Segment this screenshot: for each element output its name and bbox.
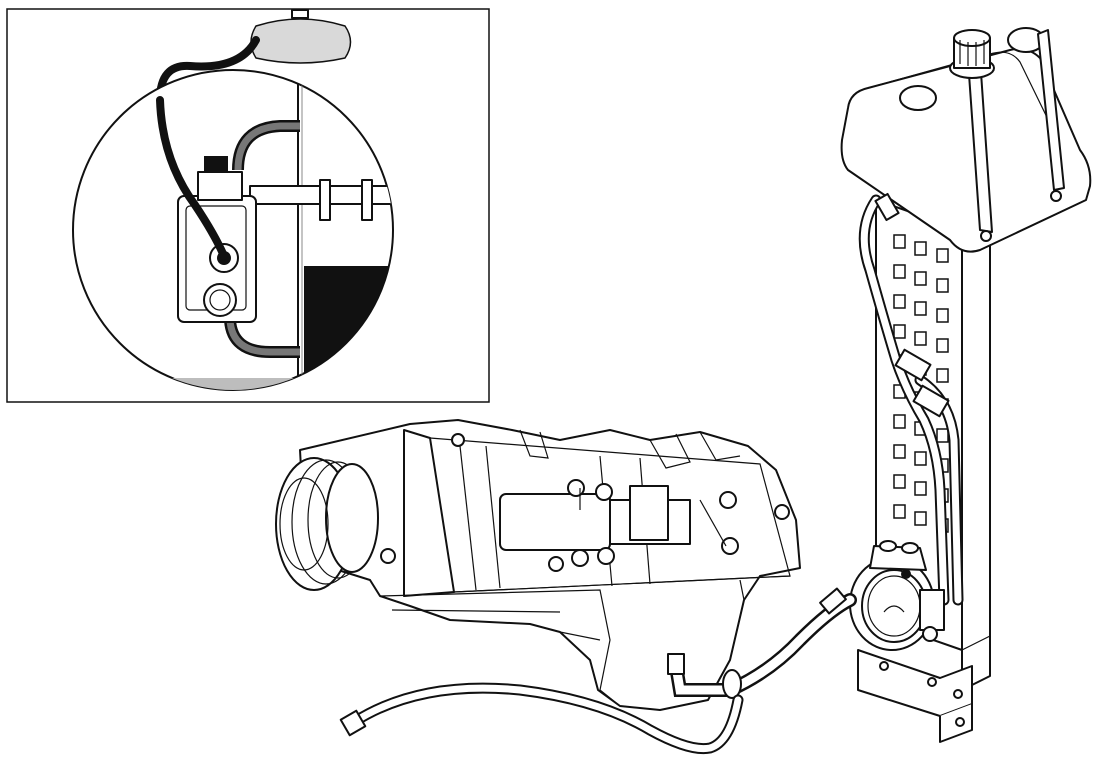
engine-gearbox xyxy=(275,419,801,711)
hose-clamp xyxy=(722,669,742,699)
feed-hose xyxy=(723,587,857,697)
return-hose xyxy=(667,653,742,699)
hose-clip xyxy=(874,192,900,222)
oil-tank-assembly xyxy=(840,27,1092,743)
gearbox-bolts xyxy=(380,433,790,572)
drive-pulley xyxy=(275,457,379,591)
oil-pump xyxy=(849,540,945,651)
oil-tank xyxy=(840,27,1092,253)
hose-clip xyxy=(912,384,950,418)
hose-fitting xyxy=(819,587,847,615)
hose-fitting xyxy=(667,653,685,675)
drain-hose xyxy=(339,682,744,755)
filler-cap xyxy=(949,29,995,79)
hose-fitting xyxy=(339,709,367,737)
hose-clip xyxy=(894,348,932,382)
inset-oil-pump xyxy=(177,156,257,323)
inset-detail xyxy=(6,8,490,403)
